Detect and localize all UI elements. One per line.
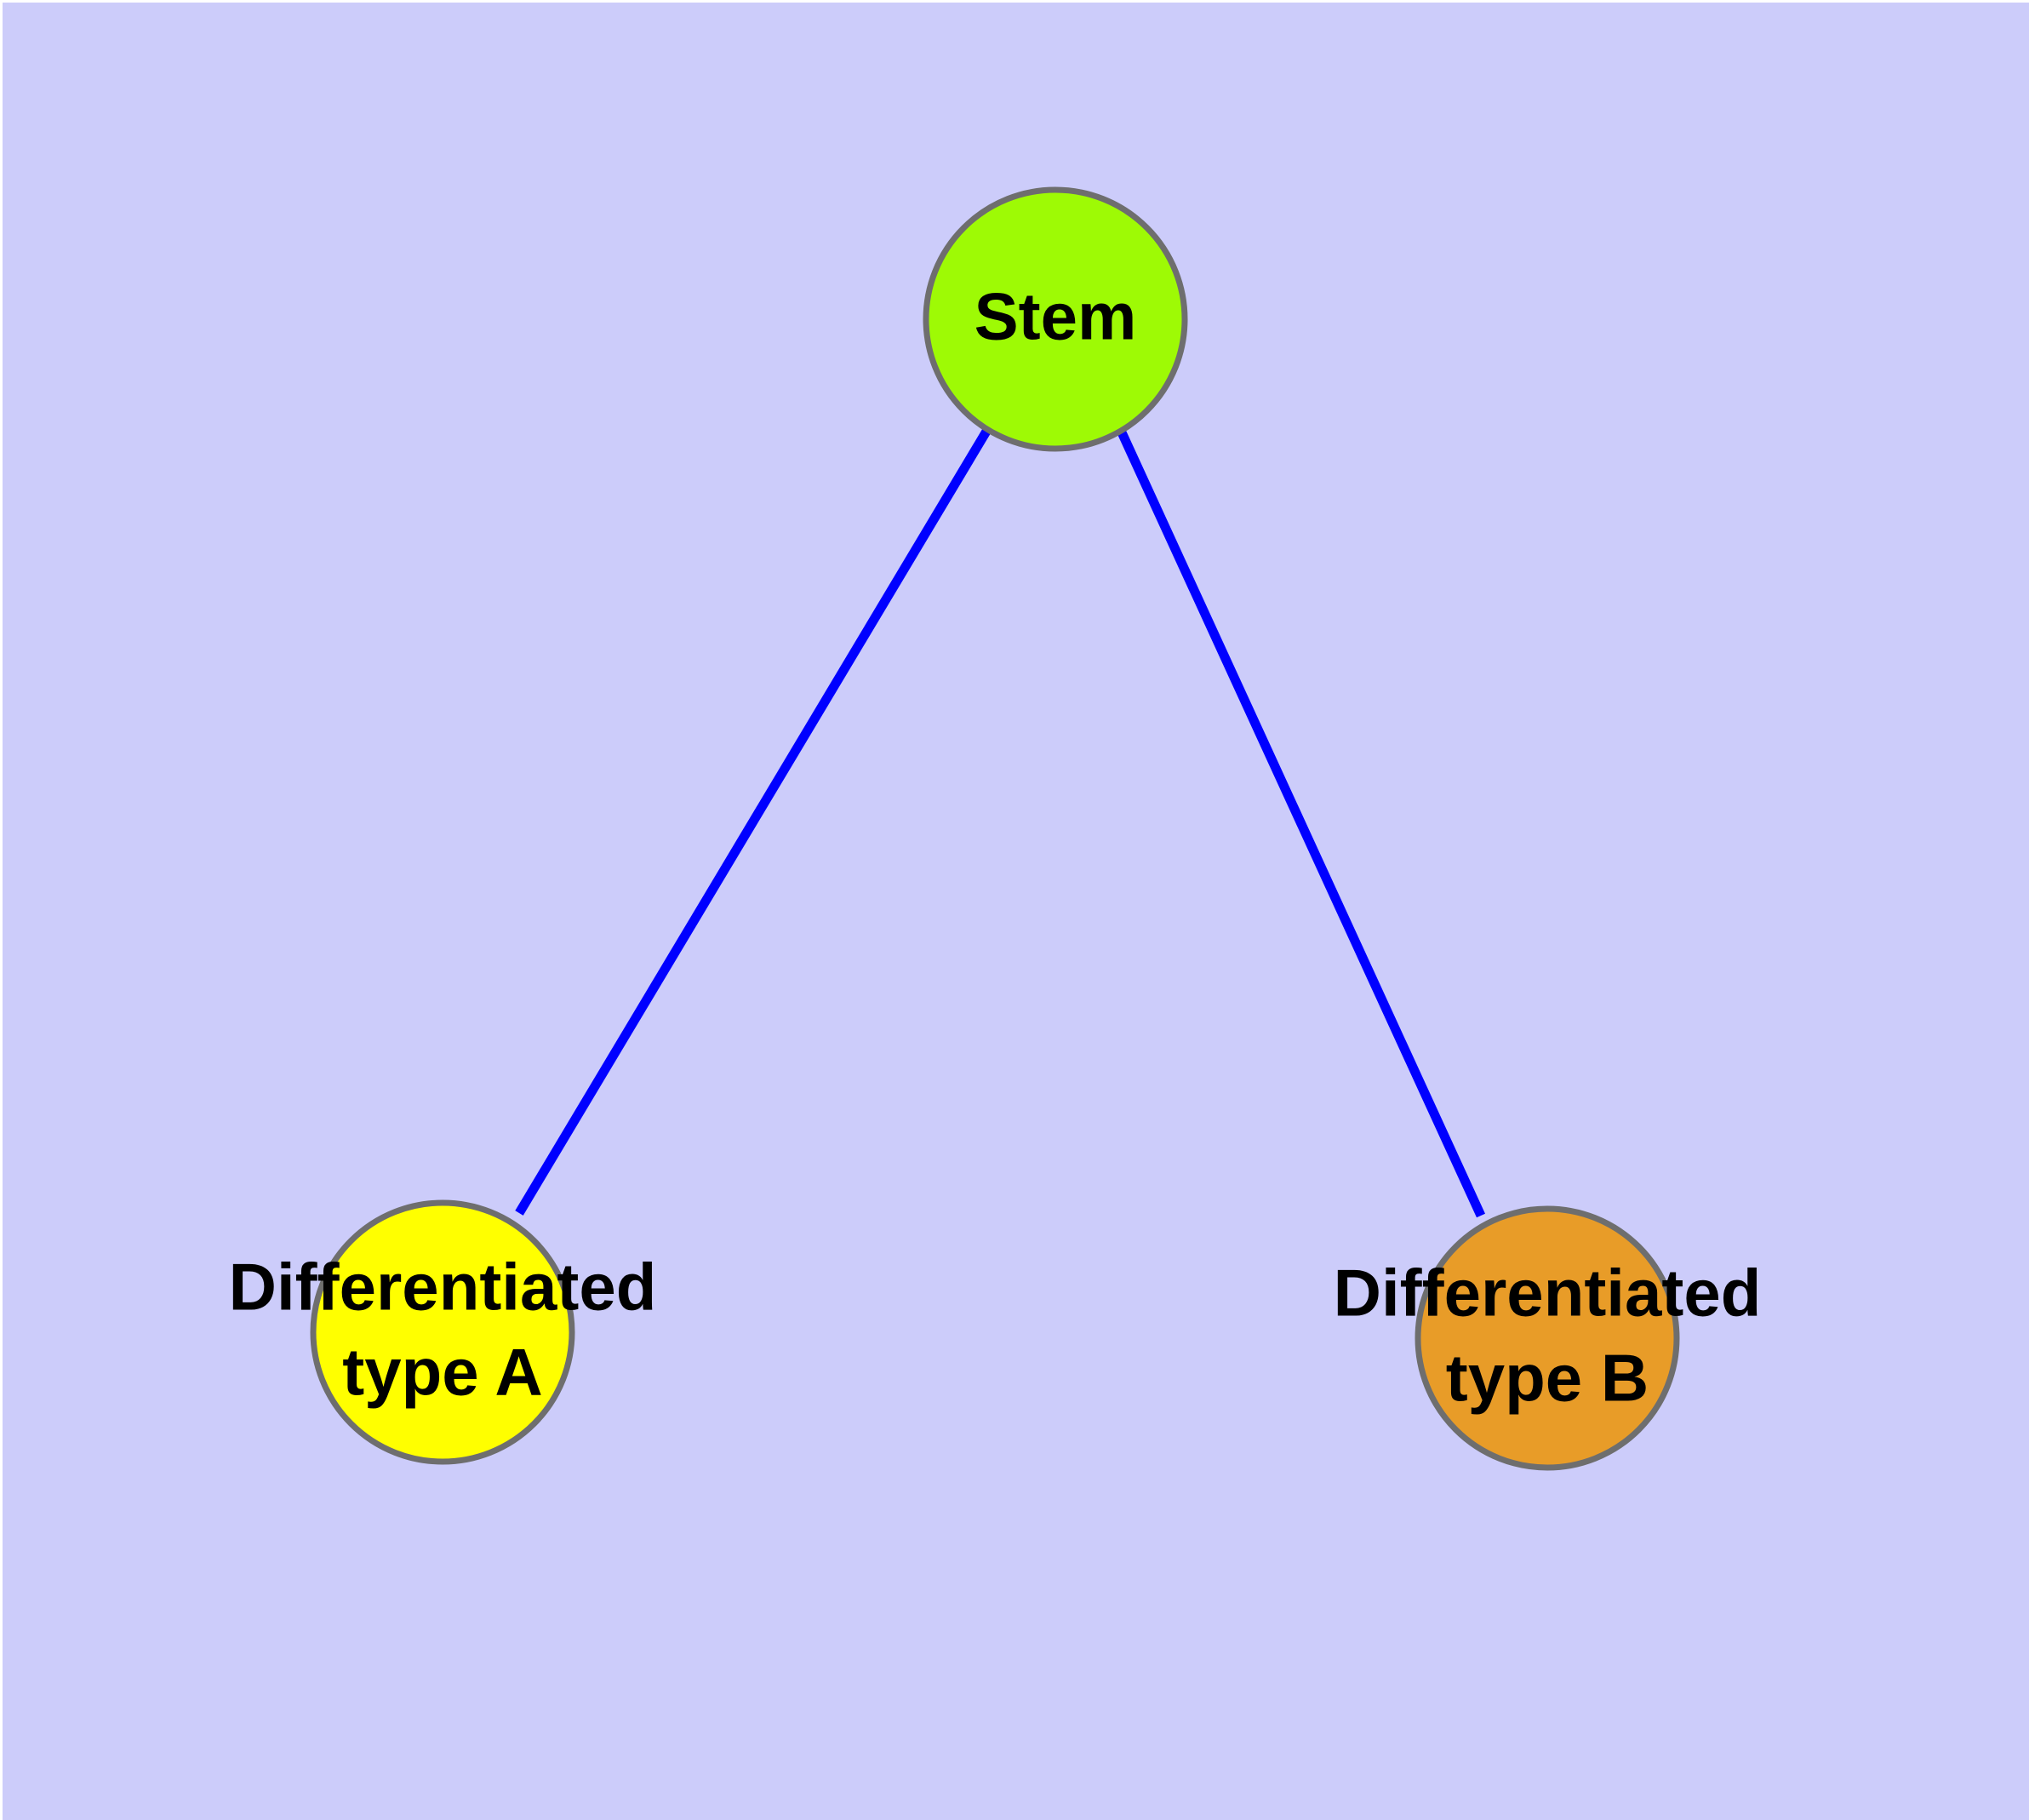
node-diff-b-label-line-1: Differentiated [1334,1256,1762,1331]
node-stem[interactable]: Stem [923,186,1188,452]
edge-stem-to-diff-b[interactable] [1117,430,1485,1218]
node-diff-b[interactable]: Differentiated type B [1334,1205,1762,1471]
node-layer: Stem Differentiated type A Differentiate… [229,186,1762,1471]
node-diff-a[interactable]: Differentiated type A [229,1199,657,1465]
node-diff-a-label-line-2: type A [342,1335,543,1410]
node-diff-a-label-line-1: Differentiated [229,1250,657,1325]
edge-layer [515,427,1485,1218]
node-diff-a-circle[interactable] [310,1199,575,1465]
edge-stem-to-diff-a[interactable] [515,427,992,1216]
node-diff-b-circle[interactable] [1415,1205,1680,1471]
node-stem-label-line-1: Stem [974,279,1137,354]
node-diff-b-label-line-2: type B [1446,1341,1649,1416]
node-stem-circle[interactable] [923,186,1188,452]
